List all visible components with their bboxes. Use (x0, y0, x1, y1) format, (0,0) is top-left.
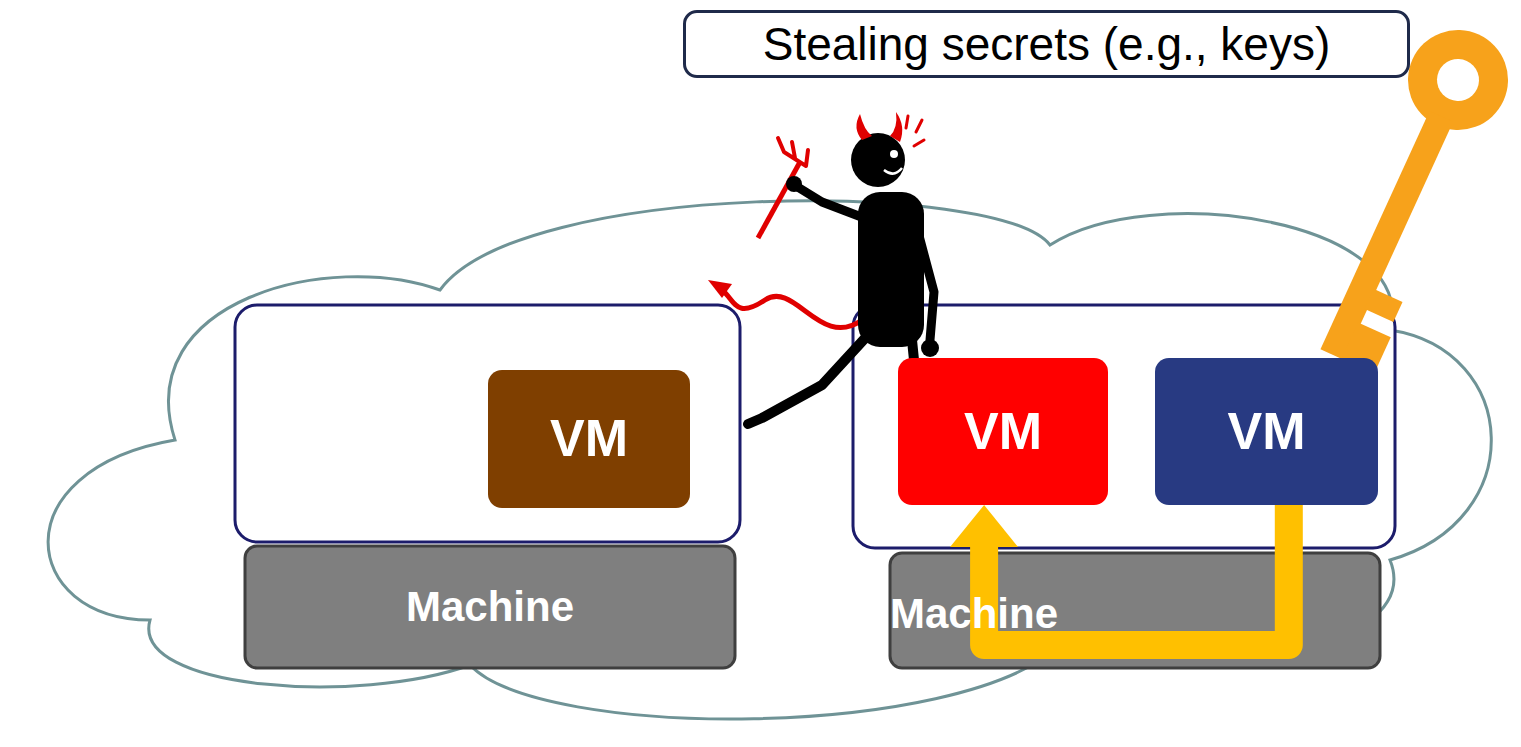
devil-tail-tip (708, 280, 732, 298)
devil-sparkle (906, 116, 924, 146)
arrow-head (950, 505, 1018, 547)
devil-horn (890, 112, 902, 142)
devil-hand (921, 339, 939, 357)
machine-box (245, 546, 735, 668)
node-label: Machine (890, 591, 1058, 637)
key-shaft (1320, 111, 1453, 360)
devil-trident (758, 162, 800, 238)
vm-box: VM (488, 370, 690, 508)
host-box (235, 305, 740, 542)
devil-hand (786, 176, 802, 192)
devil-eye (890, 150, 898, 158)
cloud-outline (48, 201, 1491, 719)
vm-box: VM (1155, 358, 1378, 505)
devil-arm (918, 232, 934, 340)
node-label: VM (964, 403, 1042, 460)
devil-horn (856, 114, 872, 140)
devil-trident-head (778, 138, 808, 166)
node-label: Machine (406, 584, 574, 630)
machine-box: Machine (245, 546, 735, 668)
key-hole (1430, 52, 1486, 108)
vm-box: VM (898, 358, 1108, 505)
devil-leg (748, 335, 868, 424)
devil-head (851, 133, 905, 187)
key-ring (1392, 14, 1521, 147)
devil-tail (722, 290, 862, 328)
node-label: VM (550, 410, 628, 467)
devil-arm (796, 186, 864, 218)
title-text: Stealing secrets (e.g., keys) (763, 19, 1331, 70)
host-box (853, 305, 1395, 548)
key-tooth (1364, 289, 1402, 322)
machine-box: Machine (890, 553, 1380, 668)
node-label: VM (1228, 403, 1306, 460)
devil-body (858, 192, 924, 347)
devil-smile (884, 168, 902, 174)
title-box: Stealing secrets (e.g., keys) (683, 10, 1410, 78)
